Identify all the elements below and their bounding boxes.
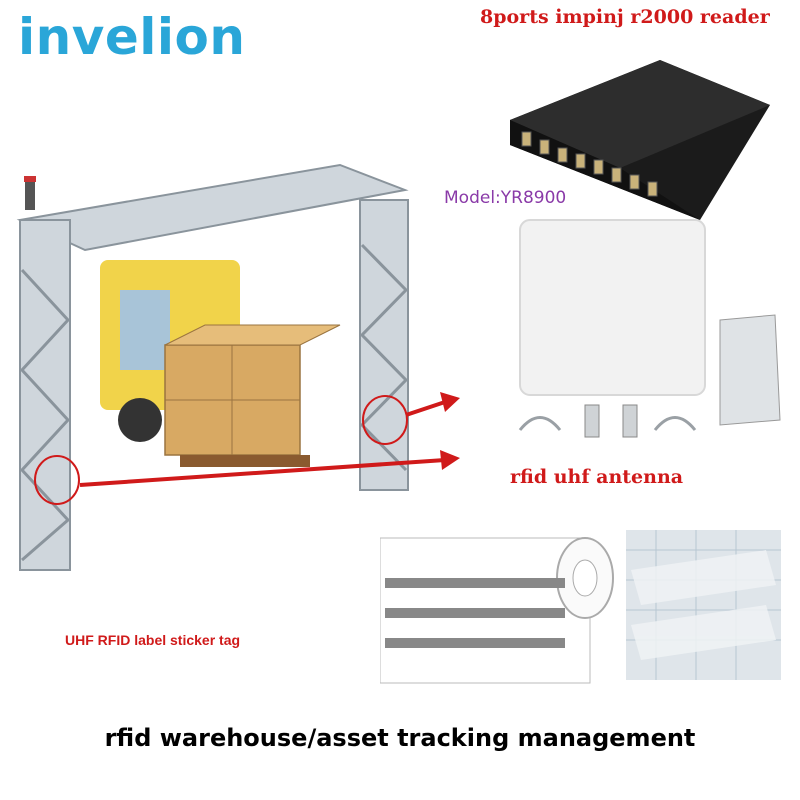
tag-label: UHF RFID label sticker tag [65, 632, 241, 648]
rfid-reader-image [510, 60, 770, 220]
rfid-antenna-image [518, 219, 781, 438]
antenna-label: rfid uhf antenna [510, 466, 684, 488]
brand-logo-text: invelion [18, 8, 246, 66]
rfid-inlay-photo [626, 530, 781, 680]
reader-model-label: Model:YR8900 [444, 188, 567, 208]
reader-title: 8ports impinj r2000 reader [480, 6, 770, 28]
footer-title: rfid warehouse/asset tracking management [104, 724, 696, 752]
warehouse-gate-illustration [16, 163, 460, 571]
rfid-label-roll-image [380, 537, 614, 684]
